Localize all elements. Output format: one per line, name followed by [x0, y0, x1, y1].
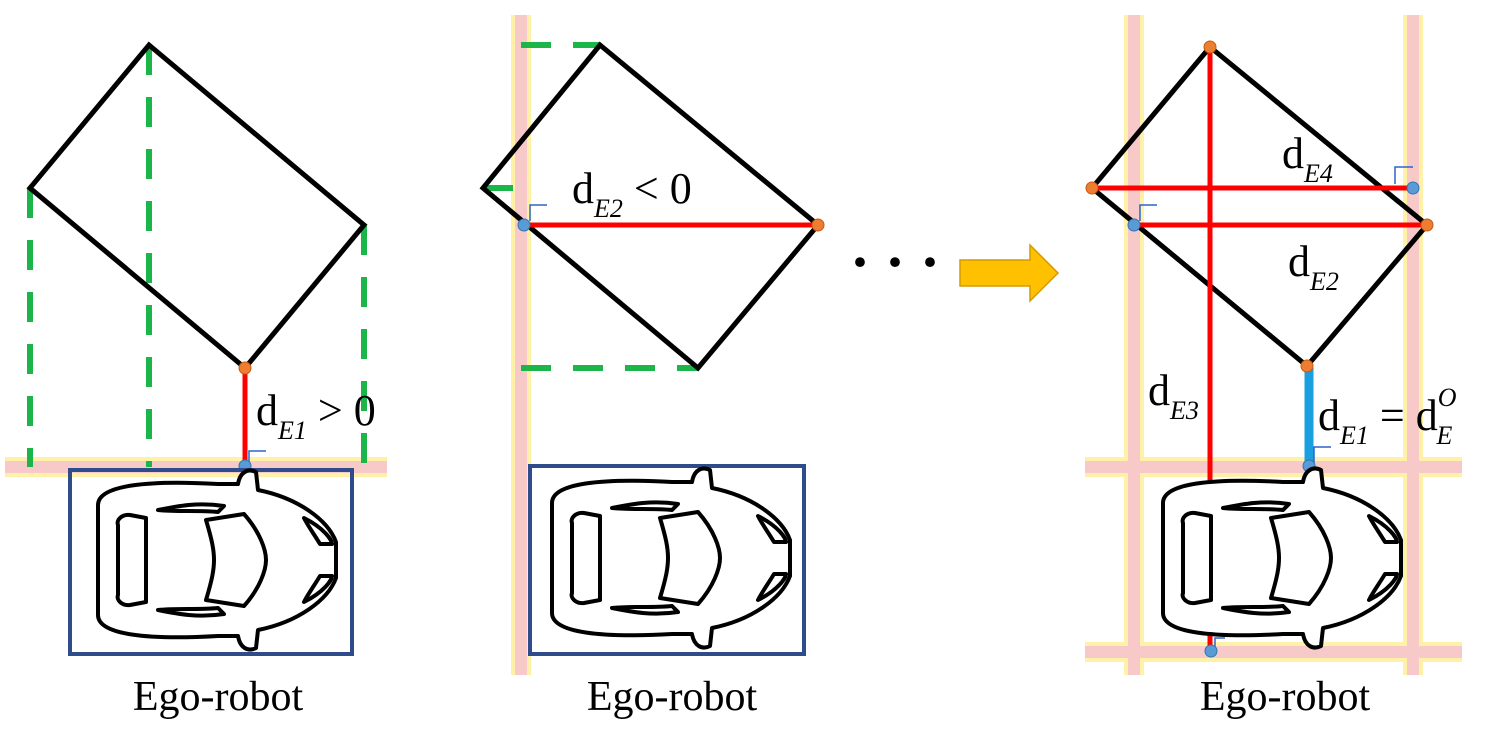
ellipsis: · · ·	[850, 229, 940, 295]
ego-boundary-point	[1204, 644, 1218, 658]
ego-robot-box	[528, 464, 806, 656]
ego-car-icon	[96, 468, 338, 652]
obstacle-rectangle	[479, 41, 822, 372]
equation-de2-negative: dE2 < 0	[572, 164, 692, 223]
label-de3: dE3	[1148, 366, 1199, 425]
obstacle-rectangle	[26, 41, 368, 372]
panel-middle: dE2 < 0 Ego-robot	[479, 15, 825, 720]
ego-boundary-point	[517, 218, 531, 232]
right-arrow-icon	[959, 243, 1060, 303]
right-angle-mark	[1139, 204, 1157, 221]
ego-boundary-point	[1406, 181, 1420, 195]
caption-ego-robot: Ego-robot	[133, 674, 304, 720]
equation-de1-positive: dE1 > 0	[256, 386, 376, 445]
obstacle-corner-point	[1203, 40, 1217, 54]
obstacle-nearest-point	[238, 361, 252, 375]
obstacle-corner-point	[1300, 359, 1314, 373]
ego-robot-box	[68, 468, 354, 656]
right-angle-mark	[529, 204, 547, 221]
label-de2: dE2	[1288, 237, 1339, 296]
obstacle-farthest-point	[811, 218, 825, 232]
caption-ego-robot: Ego-robot	[587, 674, 758, 720]
obstacle-corner-point	[1420, 218, 1434, 232]
obstacle-corner-point	[1085, 181, 1099, 195]
panel-left: dE1 > 0 Ego-robot	[5, 41, 387, 720]
caption-ego-robot: Ego-robot	[1200, 674, 1371, 720]
ego-car-icon	[550, 466, 792, 650]
right-angle-mark	[1394, 166, 1413, 184]
label-de4: dE4	[1282, 129, 1333, 188]
right-angle-mark	[1214, 637, 1225, 648]
ego-car-icon	[1161, 466, 1403, 650]
transition: · · ·	[850, 229, 1060, 303]
right-angle-mark	[1313, 446, 1331, 463]
ego-boundary-point	[1127, 218, 1141, 232]
